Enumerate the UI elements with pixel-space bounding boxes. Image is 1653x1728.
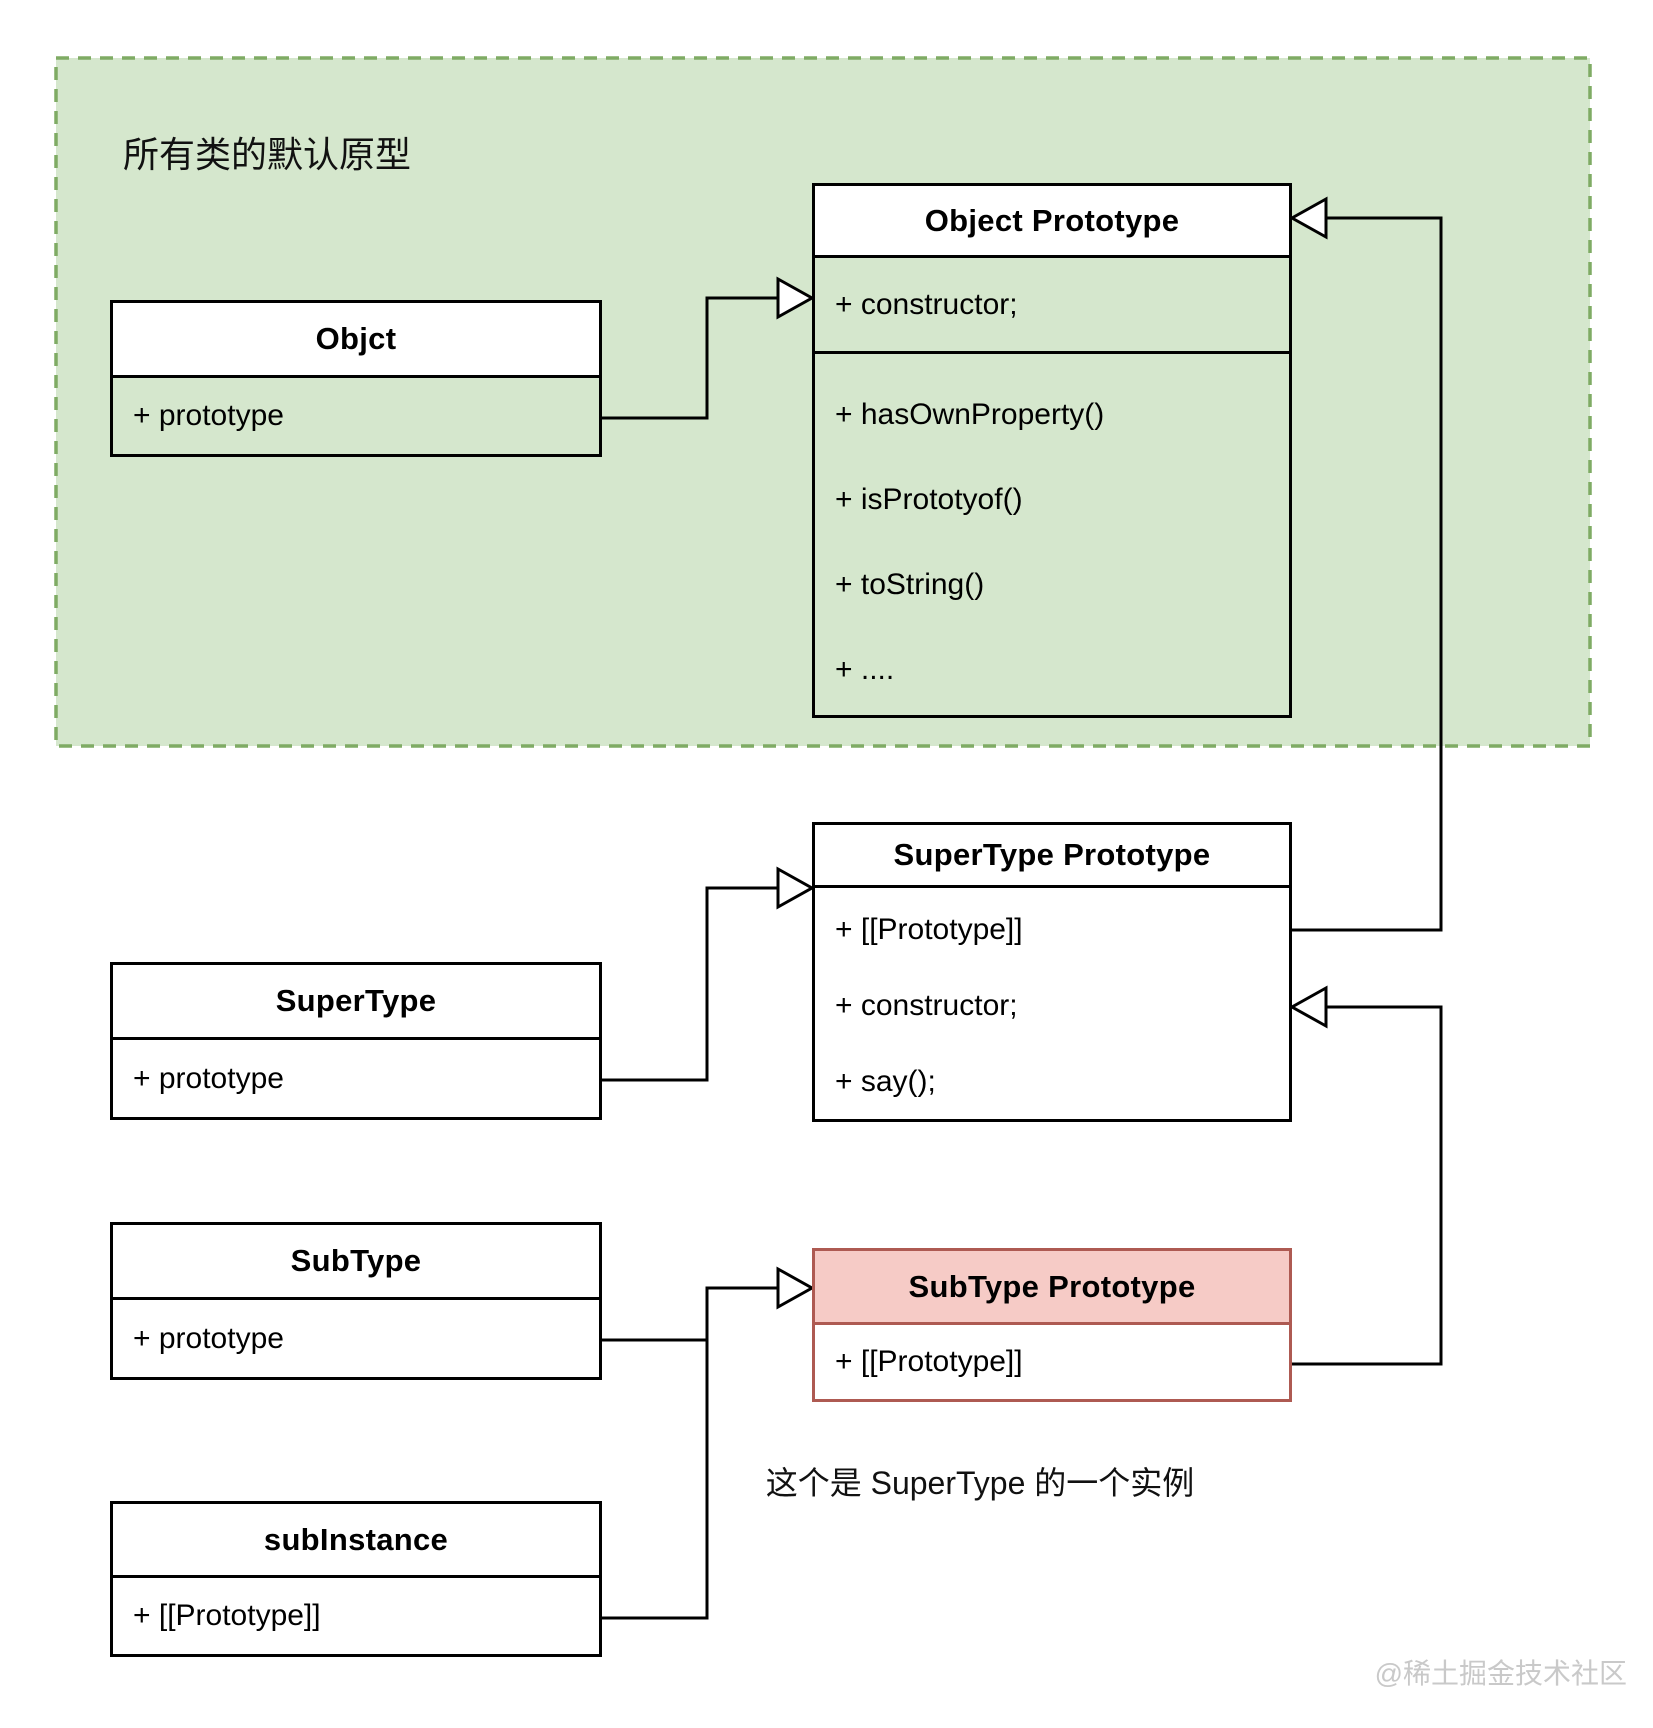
default-prototype-region bbox=[54, 56, 1592, 748]
class-box-supertype: SuperType + prototype bbox=[110, 962, 602, 1120]
member-row: + prototype bbox=[110, 378, 602, 457]
member-row: + say(); bbox=[835, 1065, 936, 1098]
class-box-objct: Objct + prototype bbox=[110, 300, 602, 457]
arrowhead-supertype-to-supertype-prototype bbox=[776, 866, 816, 910]
member-row: + hasOwnProperty() bbox=[835, 397, 1105, 431]
arrowhead-objct-to-object-prototype bbox=[776, 276, 816, 320]
method-compartment: + hasOwnProperty() + isPrototyof() + toS… bbox=[812, 354, 1292, 718]
member-row: + constructor; bbox=[812, 258, 1292, 354]
arrow-subtype-prototype-to-supertype-prototype bbox=[1292, 1005, 1443, 1366]
class-title: SuperType Prototype bbox=[812, 822, 1292, 888]
arrowhead-subtype-prototype-to-supertype-prototype bbox=[1288, 985, 1328, 1029]
member-row: + [[Prototype]] bbox=[812, 1325, 1292, 1402]
member-row: + prototype bbox=[110, 1040, 602, 1120]
class-box-subtype-prototype: SubType Prototype + [[Prototype]] bbox=[812, 1248, 1292, 1402]
member-row: + .... bbox=[835, 652, 895, 686]
class-box-subinstance: subInstance + [[Prototype]] bbox=[110, 1501, 602, 1657]
arrowhead-supertype-prototype-to-object-prototype bbox=[1288, 196, 1328, 240]
region-label: 所有类的默认原型 bbox=[123, 134, 412, 175]
class-title: subInstance bbox=[110, 1501, 602, 1578]
arrow-supertype-prototype-to-object-prototype bbox=[1292, 216, 1443, 932]
class-box-object-prototype: Object Prototype + constructor; + hasOwn… bbox=[812, 183, 1292, 718]
arrow-objct-to-object-prototype bbox=[602, 296, 779, 420]
member-compartment: + [[Prototype]] + constructor; + say(); bbox=[812, 888, 1292, 1122]
class-title: Object Prototype bbox=[812, 183, 1292, 258]
class-title: SuperType bbox=[110, 962, 602, 1040]
member-row: + prototype bbox=[110, 1300, 602, 1380]
class-box-subtype: SubType + prototype bbox=[110, 1222, 602, 1380]
member-row: + isPrototyof() bbox=[835, 482, 1023, 516]
class-title: Objct bbox=[110, 300, 602, 378]
member-row: + [[Prototype]] bbox=[110, 1578, 602, 1657]
class-title: SubType bbox=[110, 1222, 602, 1300]
class-title: SubType Prototype bbox=[812, 1248, 1292, 1325]
instance-note: 这个是 SuperType 的一个实例 bbox=[765, 1465, 1195, 1501]
arrow-subinstance-to-subtype-prototype bbox=[602, 1286, 779, 1620]
member-row: + toString() bbox=[835, 567, 985, 601]
member-row: + constructor; bbox=[835, 989, 1018, 1022]
member-row: + [[Prototype]] bbox=[835, 913, 1023, 946]
watermark: @稀土掘金技术社区 bbox=[1374, 1658, 1627, 1689]
arrowhead-subtype-to-subtype-prototype bbox=[776, 1266, 816, 1310]
arrow-supertype-to-supertype-prototype bbox=[602, 886, 779, 1082]
class-box-supertype-prototype: SuperType Prototype + [[Prototype]] + co… bbox=[812, 822, 1292, 1122]
